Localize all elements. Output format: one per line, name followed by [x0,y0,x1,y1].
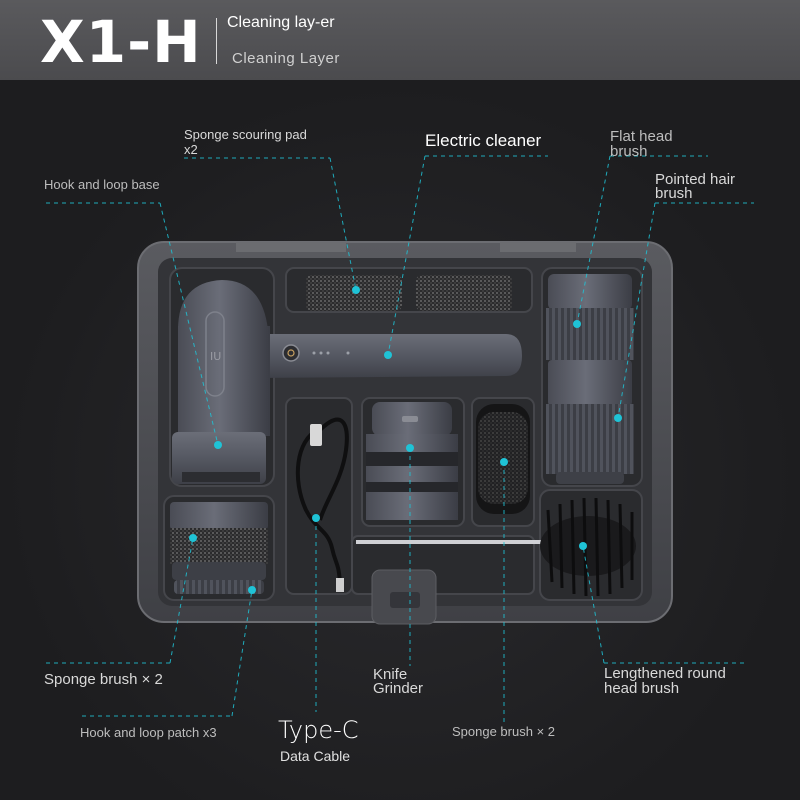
callout-markers [189,286,622,594]
label-flat-head: Flat head [610,128,673,145]
label-sponge-pad: Sponge scouring pad [184,127,307,142]
header-title: Cleaning lay-er [227,14,335,31]
label-flat-head-brush: brush [610,143,648,160]
label-sponge-brush-bottom: Sponge brush × 2 [452,724,555,739]
type-c-cable [295,417,349,592]
electric-cleaner: IU [172,280,522,484]
label-head-brush: head brush [604,680,680,697]
label-electric-cleaner: Electric cleaner [425,131,542,150]
label-lengthened-round: Lengthened round [604,665,726,682]
label-grinder: Grinder [373,680,424,697]
header-bar: X1-H Cleaning lay-er Cleaning Layer [0,0,800,80]
lengthened-round-brush [356,497,636,597]
label-hook-loop-base: Hook and loop base [44,177,160,192]
brand-logo-icon: IU [210,350,221,363]
label-data-cable: Data Cable [280,748,351,764]
header-divider [216,18,217,64]
case-latch [371,569,437,625]
label-pointed-hair-brush: brush [655,185,693,202]
label-sponge-brush-left: Sponge brush × 2 [44,671,163,688]
leader-lines [46,155,754,724]
header-subtitle: Cleaning Layer [232,50,340,67]
label-sponge-pad-qty: x2 [184,142,198,157]
product-logo: X1-H [40,8,202,76]
label-hook-loop-patch: Hook and loop patch x3 [80,725,217,740]
label-type-c: Type-C [278,716,359,744]
label-pointed-hair: Pointed hair [655,171,736,188]
flat-head-brush [546,274,634,406]
sponge-brush-left [170,502,268,594]
label-knife: Knife [373,666,408,683]
knife-grinder [366,402,458,520]
power-icon[interactable] [282,344,300,362]
